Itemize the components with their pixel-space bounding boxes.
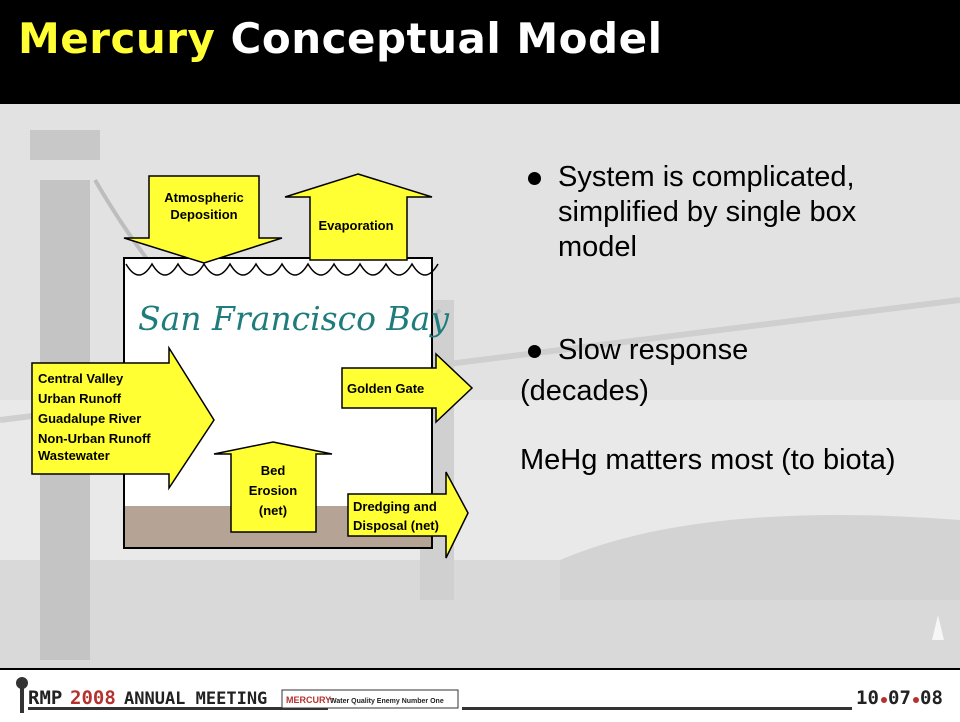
date-dot: [913, 697, 919, 703]
footer-date-year: 08: [920, 687, 943, 709]
title-highlight: Mercury: [18, 14, 216, 63]
badge-brand: MERCURY:: [286, 695, 334, 705]
evaporation-arrow: [284, 173, 433, 261]
footer-meeting: ANNUAL MEETING: [124, 689, 267, 709]
bed-label-3: (net): [259, 503, 287, 518]
title-bar: Mercury Conceptual Model: [0, 0, 960, 104]
footer-rmp: RMP: [28, 687, 62, 709]
golden-gate-arrow: [341, 352, 474, 424]
inflow-item: Urban Runoff: [38, 391, 122, 406]
inflow-item: Guadalupe River: [38, 411, 141, 426]
bed-label-2: Erosion: [249, 483, 297, 498]
bullet-dot: [528, 345, 541, 358]
conceptual-model-diagram: San Francisco Bay Atmospheric Deposition…: [31, 173, 474, 559]
water-surface-waves: [125, 262, 439, 276]
golden-gate-label: Golden Gate: [347, 381, 424, 396]
inflow-item: Central Valley: [38, 371, 124, 386]
date-dot: [881, 697, 887, 703]
bullet-text: Slow response: [558, 334, 749, 366]
slide-title: Mercury Conceptual Model: [18, 14, 662, 63]
bed-erosion-arrow: [213, 441, 333, 533]
bay-label: San Francisco Bay: [138, 299, 449, 338]
atmospheric-label-1: Atmospheric: [164, 190, 243, 205]
bullet-continuation: (decades): [520, 375, 649, 407]
atmospheric-label-2: Deposition: [170, 207, 237, 222]
dredging-label-1: Dredging and: [353, 499, 437, 514]
bed-label-1: Bed: [261, 463, 286, 478]
dredging-arrow: [347, 471, 469, 559]
dredging-label-2: Disposal (net): [353, 518, 439, 533]
inflow-arrow: [31, 345, 215, 491]
plain-text-continuation: (to biota): [781, 444, 896, 476]
plain-line: MeHg matters most (to biota): [520, 443, 940, 478]
bullet-item: Slow response: [520, 333, 940, 368]
footer-date-month: 10: [856, 687, 879, 709]
footer-banner: RMP 2008 ANNUAL MEETING MERCURY: Water Q…: [0, 668, 960, 722]
footer-date-day: 07: [888, 687, 911, 709]
bullet-dot: [528, 172, 541, 185]
badge-text: Water Quality Enemy Number One: [330, 698, 444, 705]
evaporation-label: Evaporation: [318, 218, 393, 233]
bullet-item: System is complicated, simplified by sin…: [520, 160, 940, 265]
inflow-item: Non-Urban Runoff: [38, 431, 151, 446]
footer-year: 2008: [70, 687, 116, 709]
title-rest: Conceptual Model: [230, 14, 663, 63]
atmospheric-deposition-arrow: [123, 175, 283, 264]
plain-text: MeHg matters most: [520, 444, 773, 476]
footer-badge: [281, 689, 459, 709]
bullet-list: System is complicated, simplified by sin…: [520, 160, 940, 478]
bullet-text: System is complicated, simplified by sin…: [558, 161, 857, 263]
inflow-item: Wastewater: [38, 448, 110, 463]
